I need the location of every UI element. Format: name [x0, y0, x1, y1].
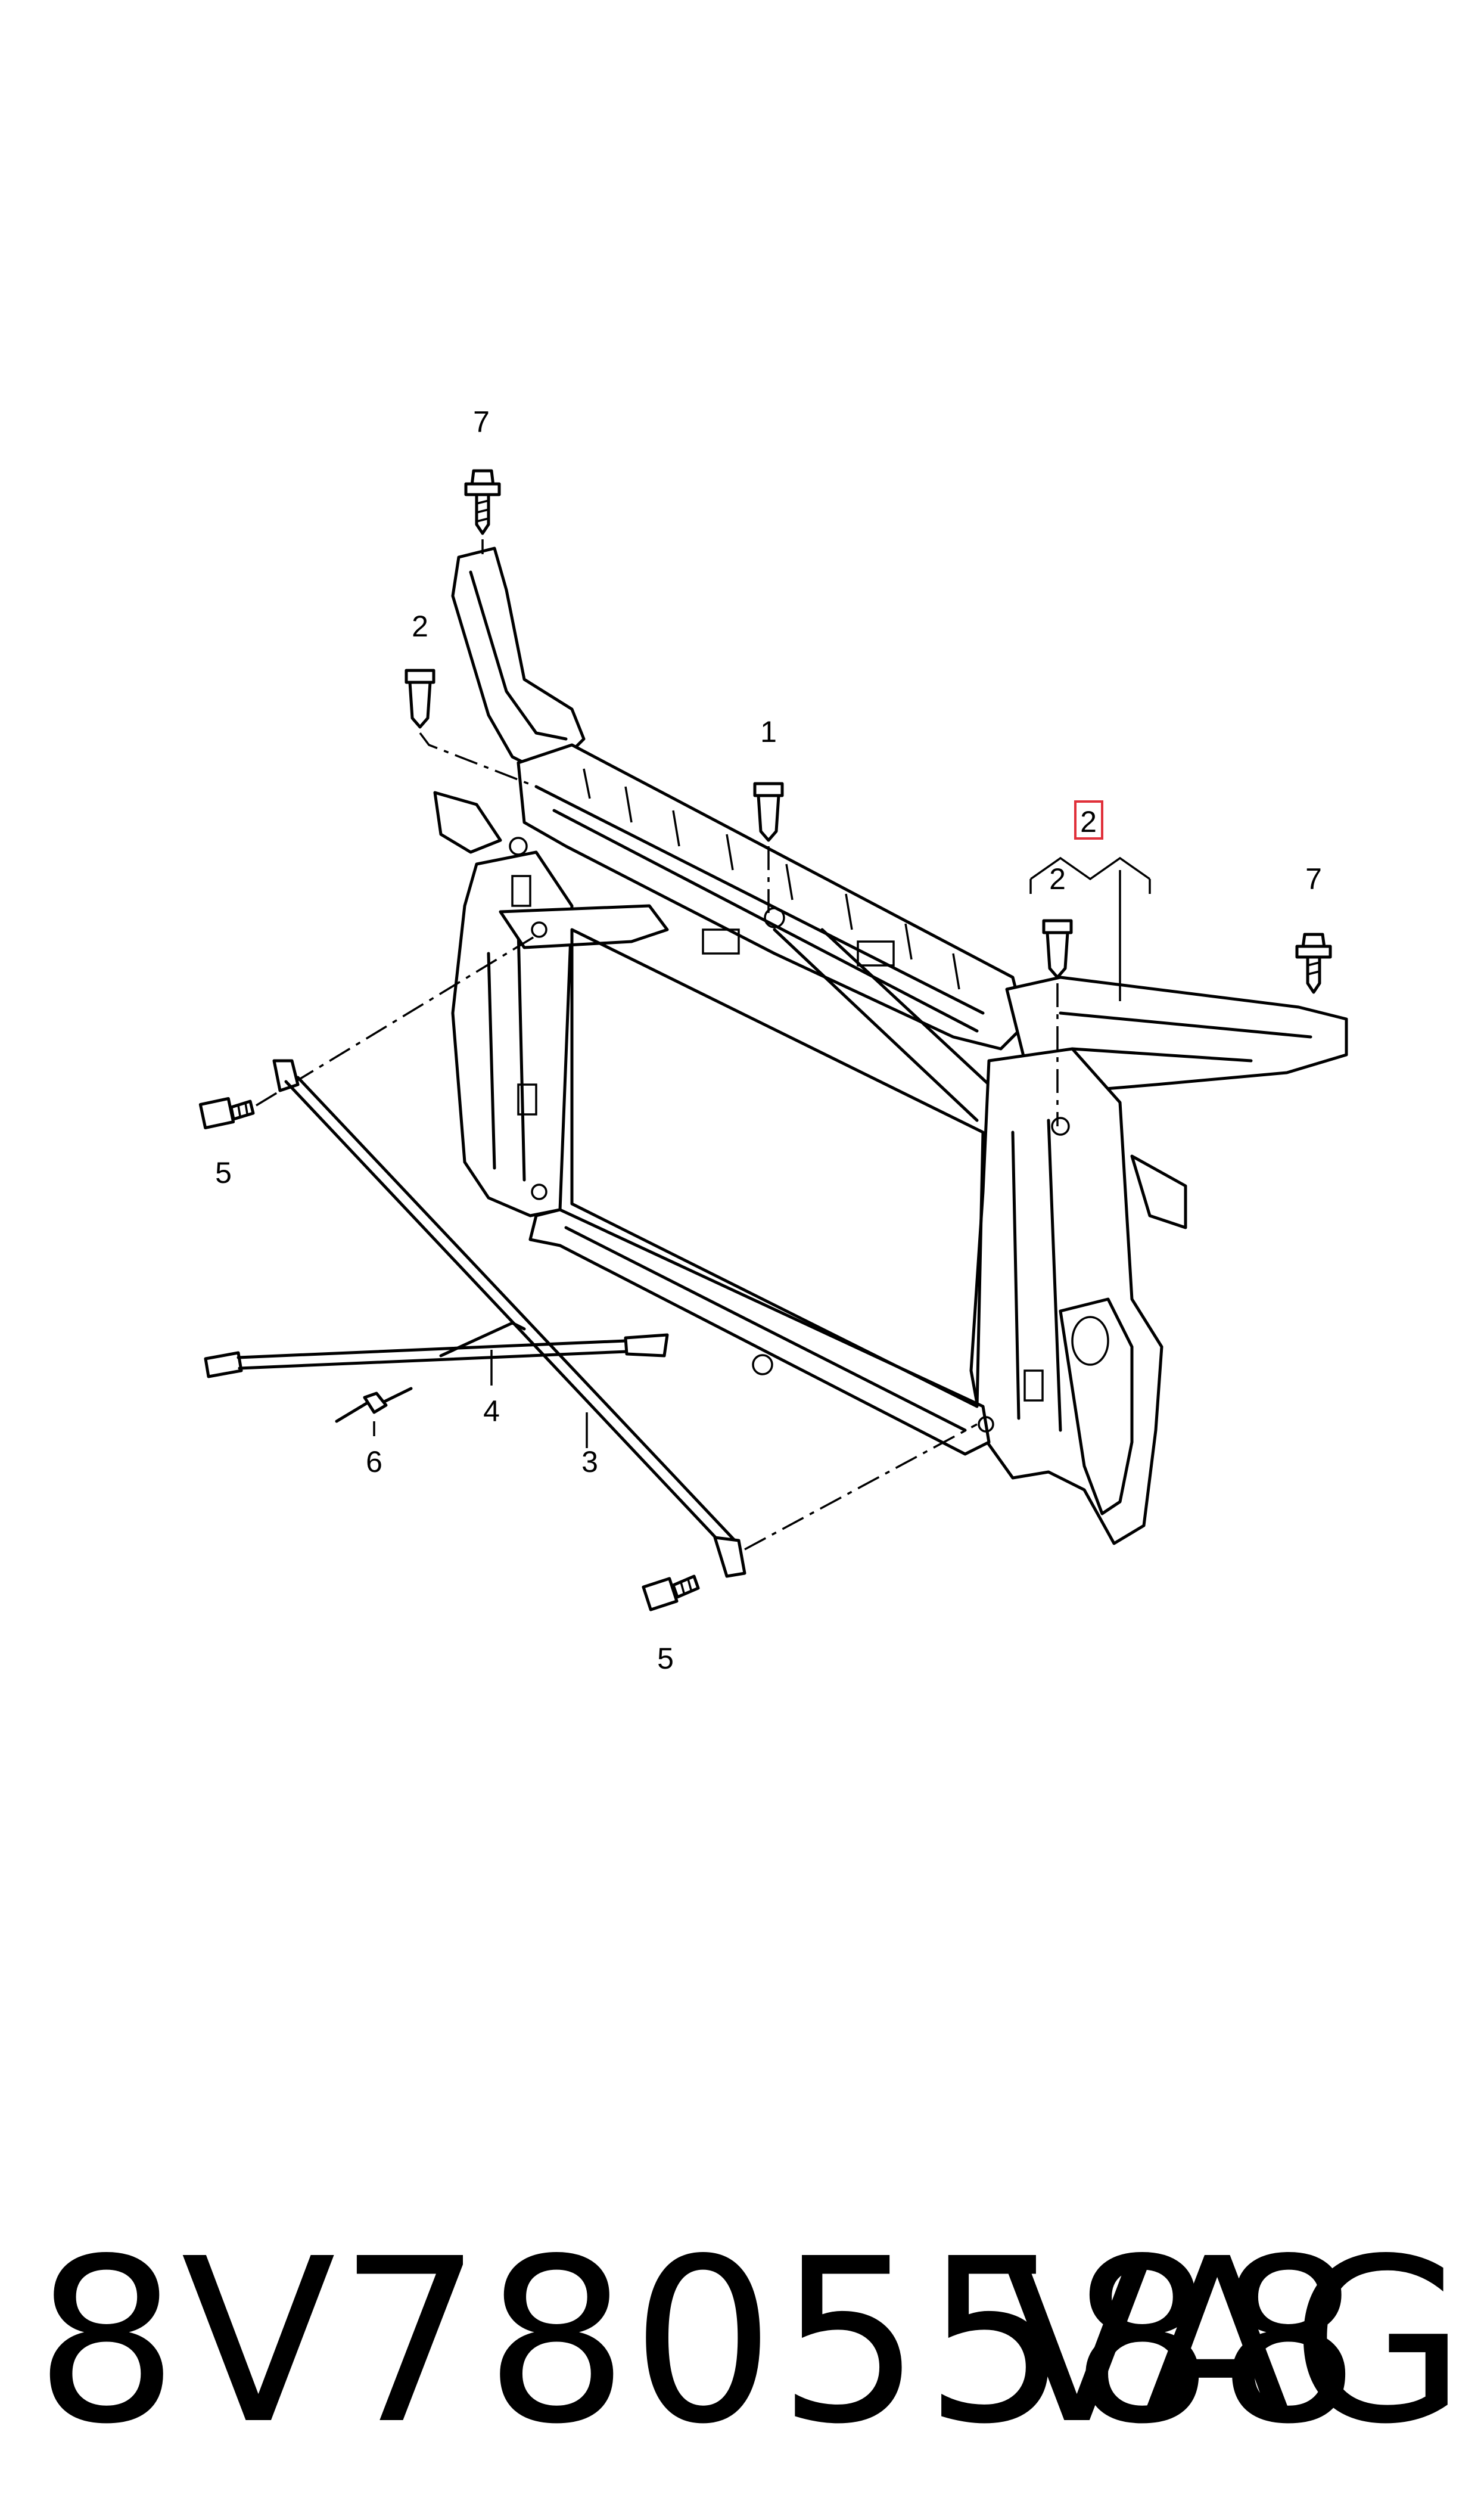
clip-nut-2-left	[405, 669, 537, 788]
clip-nut-2-center	[753, 782, 784, 918]
callout-1-highlight	[1074, 800, 1103, 840]
screw-7-right	[1295, 933, 1332, 994]
callout-7-right[interactable]: 7	[1305, 862, 1322, 896]
callout-5-left[interactable]: 5	[215, 1156, 232, 1189]
callout-4[interactable]: 4	[483, 1394, 500, 1428]
screw-7-left	[464, 469, 501, 554]
front-end-carrier	[433, 546, 1348, 1545]
strut-4	[204, 1321, 669, 1386]
footer: 8V7805588 VAG	[0, 2217, 1484, 2467]
brand-label: VAG	[999, 2210, 1466, 2474]
callout-2-right[interactable]: 2	[1049, 862, 1066, 896]
callout-1-group: 2	[1029, 800, 1151, 1001]
callout-5-bottom[interactable]: 5	[657, 1642, 674, 1675]
callout-2-center[interactable]: 1	[760, 715, 777, 748]
rivet-6	[335, 1387, 413, 1436]
strut-3	[272, 1059, 978, 1578]
callout-7-left[interactable]: 7	[473, 405, 490, 439]
bolt-5-bottom	[642, 1574, 700, 1611]
part-number: 8V7805588	[35, 2210, 1364, 2474]
callout-1[interactable]: 2	[1080, 805, 1097, 838]
callout-6[interactable]: 6	[366, 1445, 382, 1479]
clip-nut-2-right	[1042, 919, 1073, 1126]
bolt-5-left	[198, 934, 537, 1130]
callout-2-left[interactable]: 2	[412, 610, 428, 643]
callout-3[interactable]: 3	[581, 1445, 598, 1479]
